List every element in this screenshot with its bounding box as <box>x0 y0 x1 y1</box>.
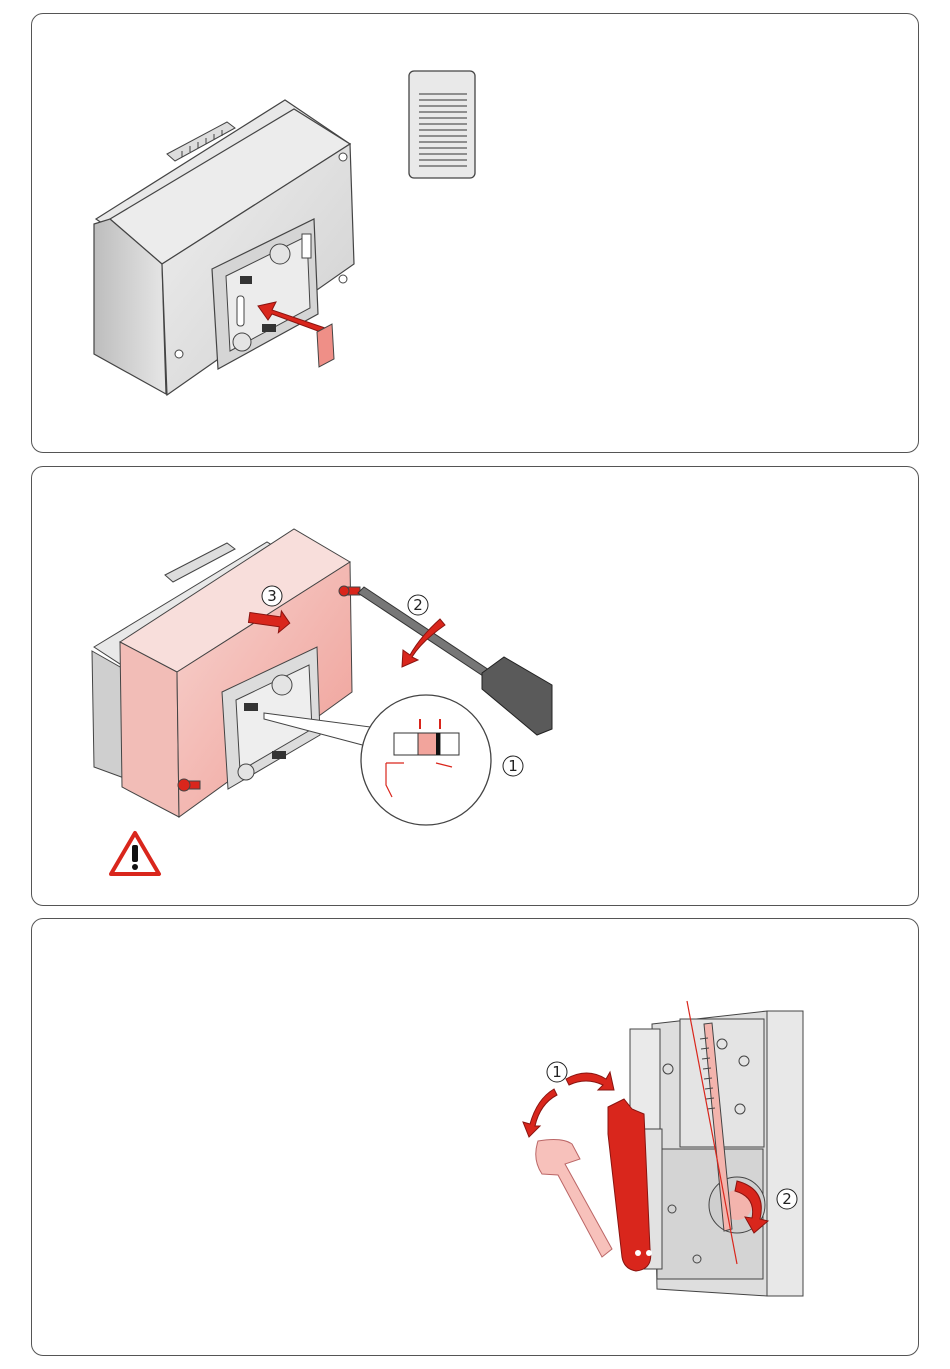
svg-text:2: 2 <box>782 1190 792 1208</box>
step-number-1: 1 <box>503 756 523 776</box>
step-number-3: 3 <box>262 586 282 606</box>
lever-operation-illustration: 1 2 <box>32 919 919 1356</box>
step-number-1: 1 <box>547 1062 567 1082</box>
label-insert-icon <box>317 324 334 367</box>
svg-text:1: 1 <box>508 757 518 775</box>
svg-text:2: 2 <box>413 596 423 614</box>
step-panel-2: 3 2 1 <box>31 466 919 906</box>
svg-text:1: 1 <box>552 1063 562 1081</box>
lever-old-position <box>536 1140 612 1257</box>
device-box <box>94 100 354 395</box>
warning-triangle-icon <box>111 833 159 874</box>
screw-bottom-icon <box>178 779 200 791</box>
label-sticker-icon <box>409 71 475 178</box>
step-number-2: 2 <box>777 1189 797 1209</box>
device-insert-label-illustration <box>32 14 919 453</box>
step-panel-3: 1 2 <box>31 918 919 1356</box>
step-number-2: 2 <box>408 595 428 615</box>
step-panel-1 <box>31 13 919 453</box>
swing-arrow-left-icon <box>523 1089 557 1137</box>
lever-icon <box>608 1099 651 1271</box>
svg-text:3: 3 <box>267 587 277 605</box>
device-cover-removal-illustration: 3 2 1 <box>32 467 919 906</box>
screw-top-icon <box>339 586 360 596</box>
swing-arrow-right-icon <box>566 1072 614 1090</box>
device-cover <box>120 529 352 817</box>
